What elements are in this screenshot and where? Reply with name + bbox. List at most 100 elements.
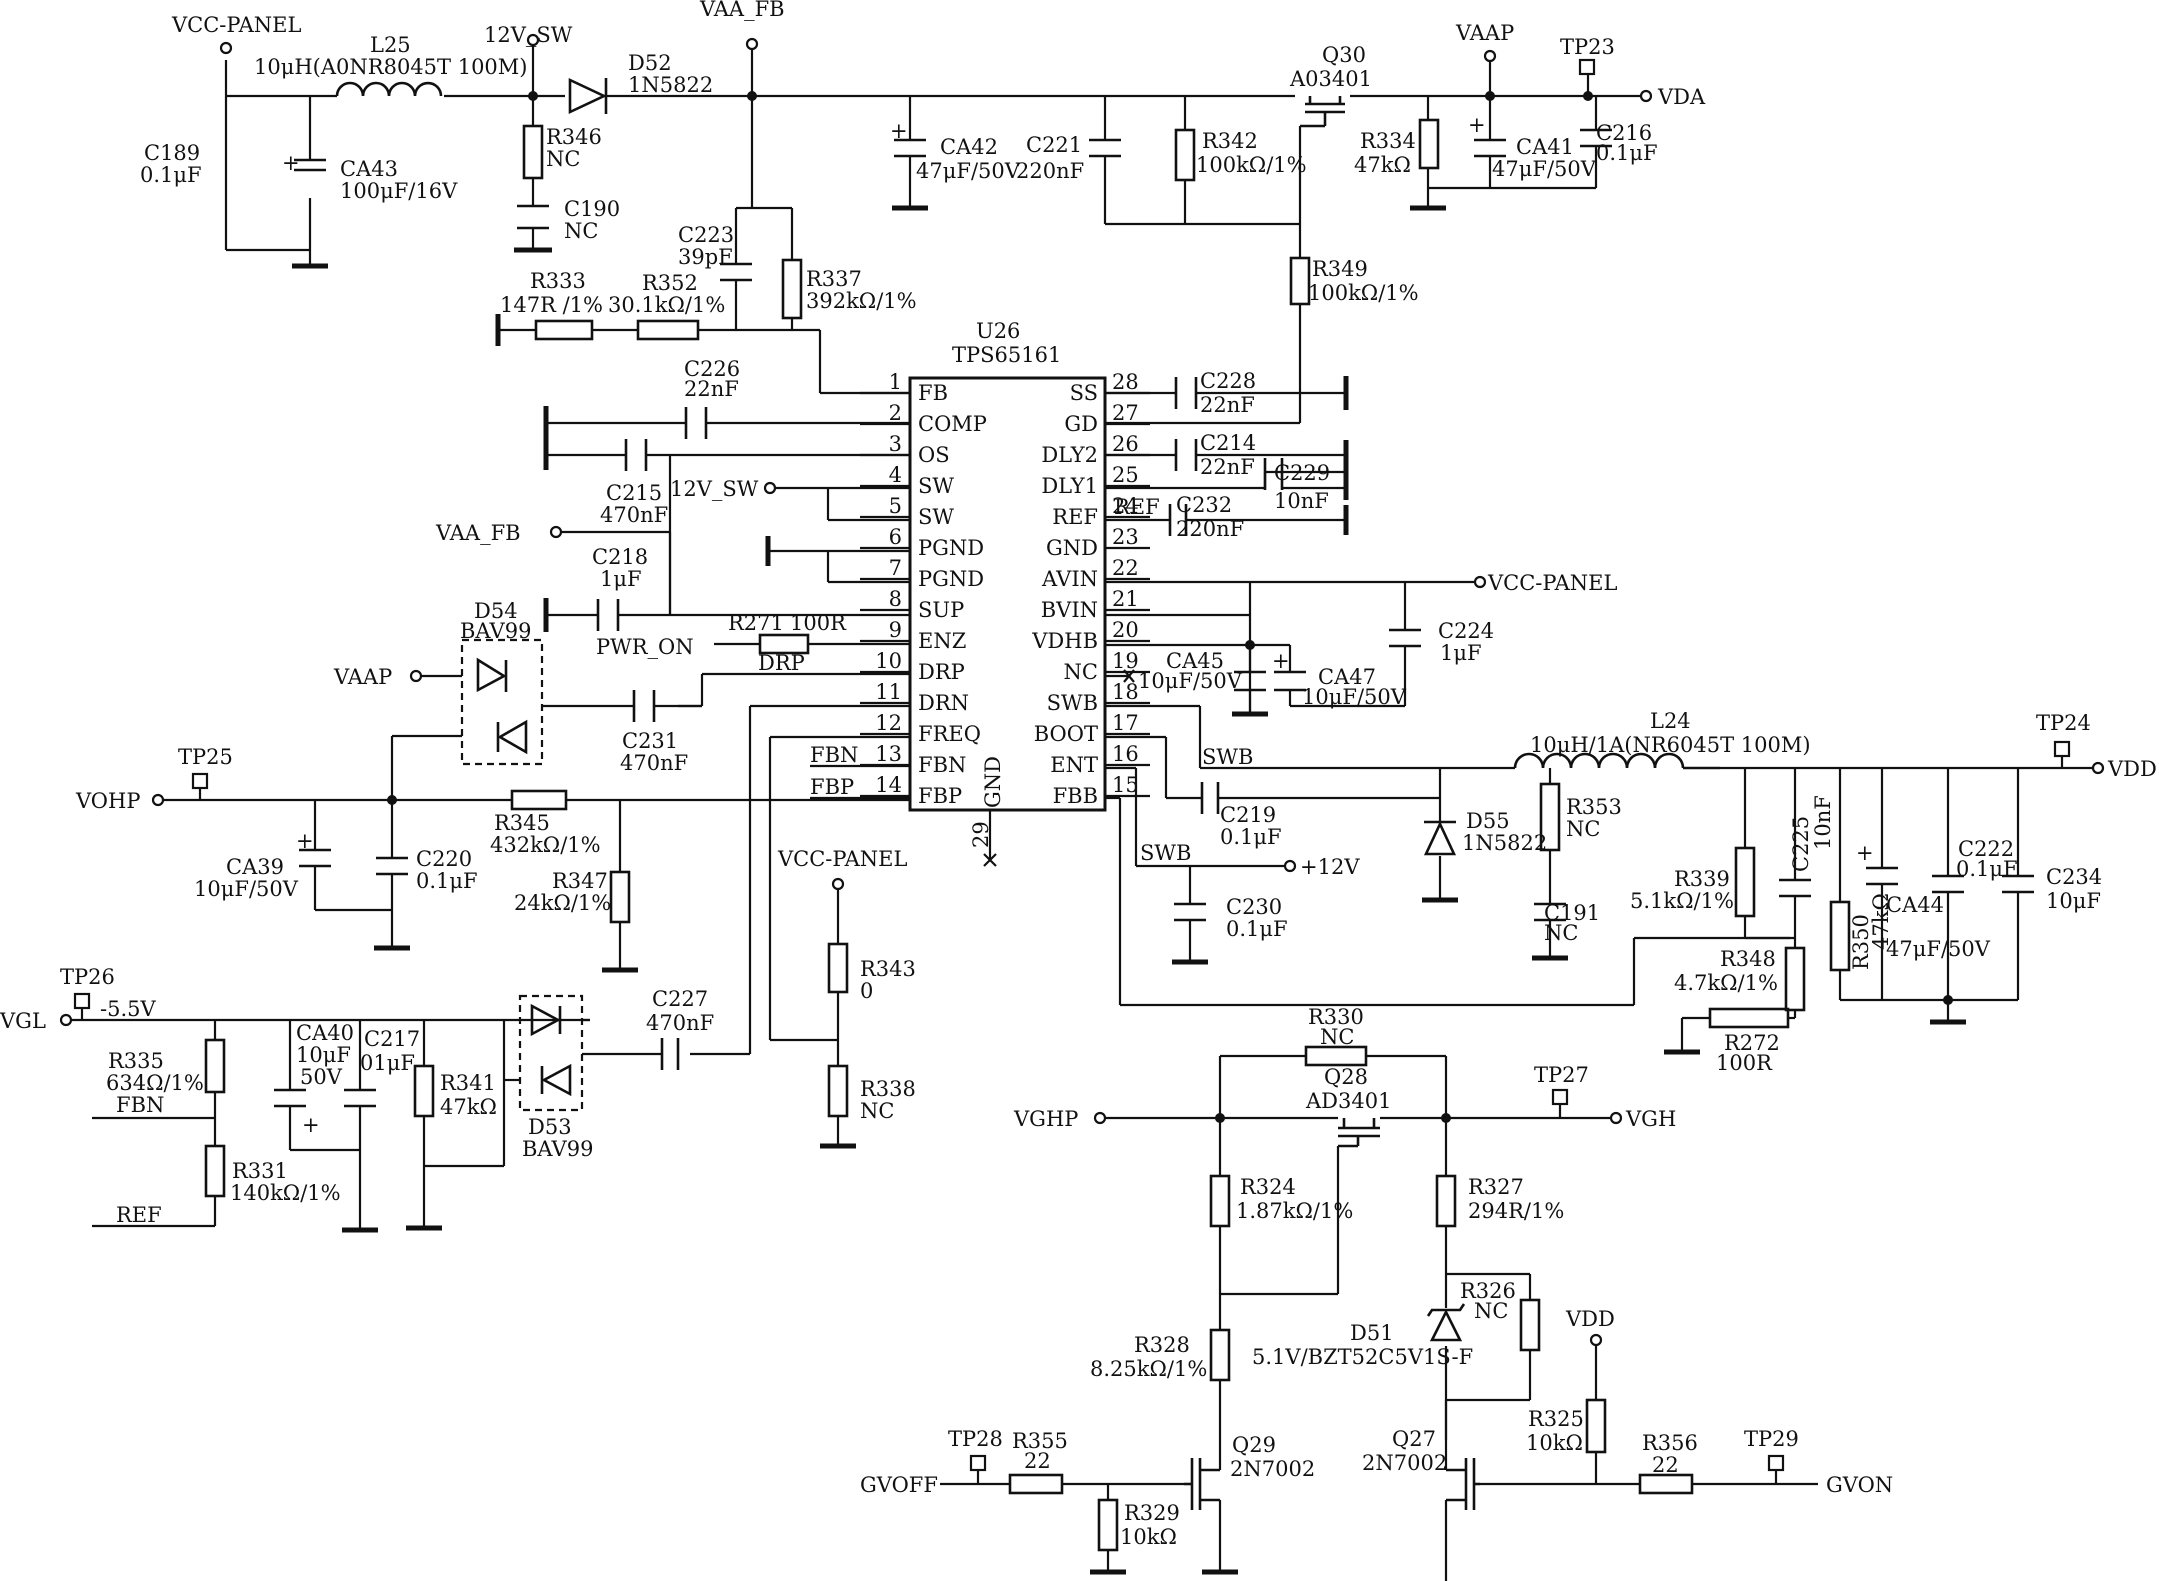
r338-value: NC xyxy=(860,1099,894,1123)
r272-value: 100R xyxy=(1716,1051,1773,1075)
c234-ref: C234 xyxy=(2046,865,2102,889)
ic-pin-name: FBP xyxy=(918,784,962,808)
r341-ref: R341 xyxy=(440,1071,496,1095)
r350-value: 47kΩ xyxy=(1869,893,1893,950)
r350-ref: R350 xyxy=(1849,914,1873,970)
c227-ref: C227 xyxy=(652,987,708,1011)
ic-pin-number: 19 xyxy=(1112,649,1139,673)
d54-ref: D54 xyxy=(474,599,518,623)
net-vaap-left: VAAP xyxy=(333,665,392,689)
ic-pin-name: DLY2 xyxy=(1041,443,1098,467)
r349-value: 100kΩ/1% xyxy=(1308,281,1419,305)
net-vcc-panel-right: VCC-PANEL xyxy=(1487,571,1617,595)
tp25-label: TP25 xyxy=(178,745,233,769)
ca41-ref: CA41 xyxy=(1516,135,1574,159)
ca39-value: 10μF/50V xyxy=(194,877,299,901)
c216-value: 0.1μF xyxy=(1596,141,1658,165)
svg-text:+: + xyxy=(296,829,314,853)
tp24-label: TP24 xyxy=(2036,711,2091,735)
c230-value: 0.1μF xyxy=(1226,917,1288,941)
r271-value: 100R xyxy=(790,611,847,635)
c219-ref: C219 xyxy=(1220,803,1276,827)
ca47-value: 10μF/50V xyxy=(1302,685,1407,709)
junctions xyxy=(387,91,1953,1123)
ic-gnd-label: GND xyxy=(981,756,1005,808)
c221-value: 220nF xyxy=(1016,159,1084,183)
r327-value: 294R/1% xyxy=(1468,1199,1564,1223)
c231-ref: C231 xyxy=(622,729,678,753)
tp26-label: TP26 xyxy=(60,965,115,989)
ic-pin-number: 28 xyxy=(1112,370,1139,394)
svg-text:+: + xyxy=(282,151,300,175)
c215-ref: C215 xyxy=(606,481,662,505)
net-vgh: VGH xyxy=(1625,1107,1676,1131)
r349-ref: R349 xyxy=(1312,257,1368,281)
capacitor-plates xyxy=(274,128,2034,1108)
svg-text:+: + xyxy=(1272,649,1290,673)
net-ref: REF xyxy=(1114,495,1160,519)
polarity-marks: + + + + + + + xyxy=(282,113,1874,1137)
ic-pin-name: SW xyxy=(918,505,954,529)
r324-value: 1.87kΩ/1% xyxy=(1236,1199,1353,1223)
net-vda: VDA xyxy=(1657,85,1706,109)
ca40-value1: 10μF xyxy=(296,1043,351,1067)
q30-ref: Q30 xyxy=(1322,43,1366,67)
ic-pin-name: OS xyxy=(918,443,950,467)
tp27-label: TP27 xyxy=(1534,1063,1589,1087)
ic-pin-number: 22 xyxy=(1112,556,1139,580)
net-pwr-on: PWR_ON xyxy=(596,635,694,659)
tp28-label: TP28 xyxy=(948,1427,1003,1451)
r355-ref: R355 xyxy=(1012,1429,1068,1453)
c189-ref: C189 xyxy=(144,141,200,165)
net-vaap-top: VAAP xyxy=(1455,21,1514,45)
c223-value: 39pF xyxy=(678,245,733,269)
ic-pin-number: 21 xyxy=(1112,587,1139,611)
ic-gnd-pin-number: 29 xyxy=(969,821,993,848)
ic-pin-number: 16 xyxy=(1112,742,1139,766)
ic-pin-name: GD xyxy=(1064,412,1098,436)
ca44-value: 47μF/50V xyxy=(1886,937,1991,961)
ic-pin-name: BOOT xyxy=(1034,722,1098,746)
r356-value: 22 xyxy=(1652,1453,1679,1477)
c224-value: 1μF xyxy=(1440,641,1482,665)
ic-body xyxy=(908,376,1107,812)
r326-ref: R326 xyxy=(1460,1279,1516,1303)
c190-value: NC xyxy=(564,219,598,243)
svg-text:+: + xyxy=(890,119,908,143)
q29-ref: Q29 xyxy=(1232,1433,1276,1457)
svg-text:+: + xyxy=(302,1113,320,1137)
c217-ref: C217 xyxy=(364,1027,420,1051)
terminals xyxy=(59,33,2105,1472)
net-vaa-fb-left: VAA_FB xyxy=(435,521,521,545)
net-vdd-low: VDD xyxy=(1565,1307,1615,1331)
ca45-ref: CA45 xyxy=(1166,649,1224,673)
q27-value: 2N7002 xyxy=(1362,1451,1447,1475)
r334-value: 47kΩ xyxy=(1354,153,1411,177)
d52-value: 1N5822 xyxy=(628,73,713,97)
svg-text:+: + xyxy=(1468,113,1486,137)
ic-pin-name: PGND xyxy=(918,567,984,591)
r339-ref: R339 xyxy=(1674,867,1730,891)
svg-text:+: + xyxy=(1856,841,1874,865)
r353-ref: R353 xyxy=(1566,795,1622,819)
d51-ref: D51 xyxy=(1350,1321,1394,1345)
net-fbn: FBN xyxy=(810,743,858,767)
c220-value: 0.1μF xyxy=(416,869,478,893)
r345-ref: R345 xyxy=(494,811,550,835)
ic-pin-name: FBN xyxy=(918,753,966,777)
c222-value: 0.1μF xyxy=(1956,857,2018,881)
r343-value: 0 xyxy=(860,979,873,1003)
r331-ref: R331 xyxy=(232,1159,288,1183)
r355-value: 22 xyxy=(1024,1449,1051,1473)
ic-pin-number: 13 xyxy=(875,742,902,766)
ic-pin-number: 8 xyxy=(889,587,902,611)
ic-pin-name: FB xyxy=(918,381,948,405)
ic-part: TPS65161 xyxy=(952,343,1061,367)
ic-pin-name: SUP xyxy=(918,598,964,622)
ic-pin-number: 2 xyxy=(889,401,902,425)
tp29-label: TP29 xyxy=(1744,1427,1799,1451)
l24-ref: L24 xyxy=(1650,709,1691,733)
r272-ref: R272 xyxy=(1724,1031,1780,1055)
ca45-value: 10μF/50V xyxy=(1138,669,1243,693)
